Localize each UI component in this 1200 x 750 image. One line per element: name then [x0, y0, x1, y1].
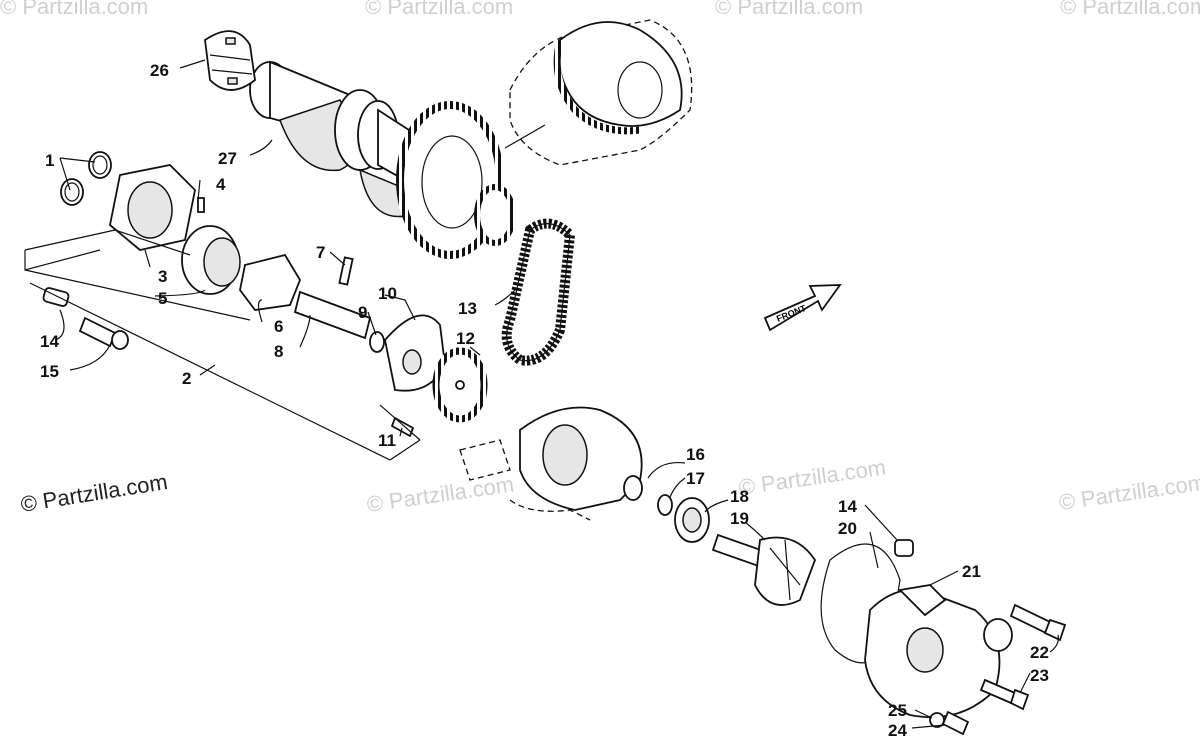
callout-19: 19	[730, 509, 749, 528]
callout-14b: 14	[838, 497, 857, 516]
callout-25: 25	[888, 701, 907, 720]
callout-12: 12	[456, 329, 475, 348]
callout-26: 26	[150, 61, 169, 80]
callout-13: 13	[458, 299, 477, 318]
leader-lines	[54, 59, 1059, 729]
callout-2: 2	[182, 369, 191, 388]
callout-10: 10	[378, 284, 397, 303]
partzilla-credit: © Partzilla.com	[19, 469, 169, 517]
callout-17: 17	[686, 469, 705, 488]
callout-7: 7	[316, 243, 325, 262]
callout-22: 22	[1030, 643, 1049, 662]
front-arrow: FRONT	[763, 284, 842, 332]
callout-8: 8	[274, 342, 283, 361]
crankcase-upper-outline	[504, 19, 693, 166]
watermark-mid-2: © Partzilla.com	[737, 455, 887, 500]
watermark-mid-3: © Partzilla.com	[1057, 470, 1200, 515]
callout-3: 3	[158, 267, 167, 286]
callout-16: 16	[686, 445, 705, 464]
timing-chain	[501, 218, 576, 366]
watermark-top-3: © Partzilla.com	[715, 0, 863, 19]
water-pump-assembly	[459, 406, 1067, 736]
callout-20: 20	[838, 519, 857, 538]
callout-24: 24	[888, 721, 907, 740]
callout-18: 18	[730, 487, 749, 506]
callout-5: 5	[158, 289, 167, 308]
callout-21: 21	[962, 562, 981, 581]
callout-6: 6	[274, 317, 283, 336]
balance-shaft	[249, 60, 516, 259]
callout-15: 15	[40, 362, 59, 381]
callouts: 1 2 3 4 5 6 7 8 9 10 11 12 13 14 14 15 1…	[40, 61, 1049, 740]
bearing-shell	[204, 30, 256, 91]
callout-27: 27	[218, 149, 237, 168]
callout-11: 11	[378, 431, 396, 450]
watermark-top-4: © Partzilla.com	[1060, 0, 1200, 19]
callout-9: 9	[358, 303, 367, 322]
watermark-top-1: © Partzilla.com	[0, 0, 148, 19]
oil-pump-assembly	[24, 151, 488, 461]
callout-1: 1	[45, 151, 54, 170]
callout-23: 23	[1030, 666, 1049, 685]
callout-14a: 14	[40, 332, 59, 351]
callout-4: 4	[216, 175, 226, 194]
watermark-mid-1: © Partzilla.com	[365, 472, 515, 517]
watermark-top-2: © Partzilla.com	[365, 0, 513, 19]
